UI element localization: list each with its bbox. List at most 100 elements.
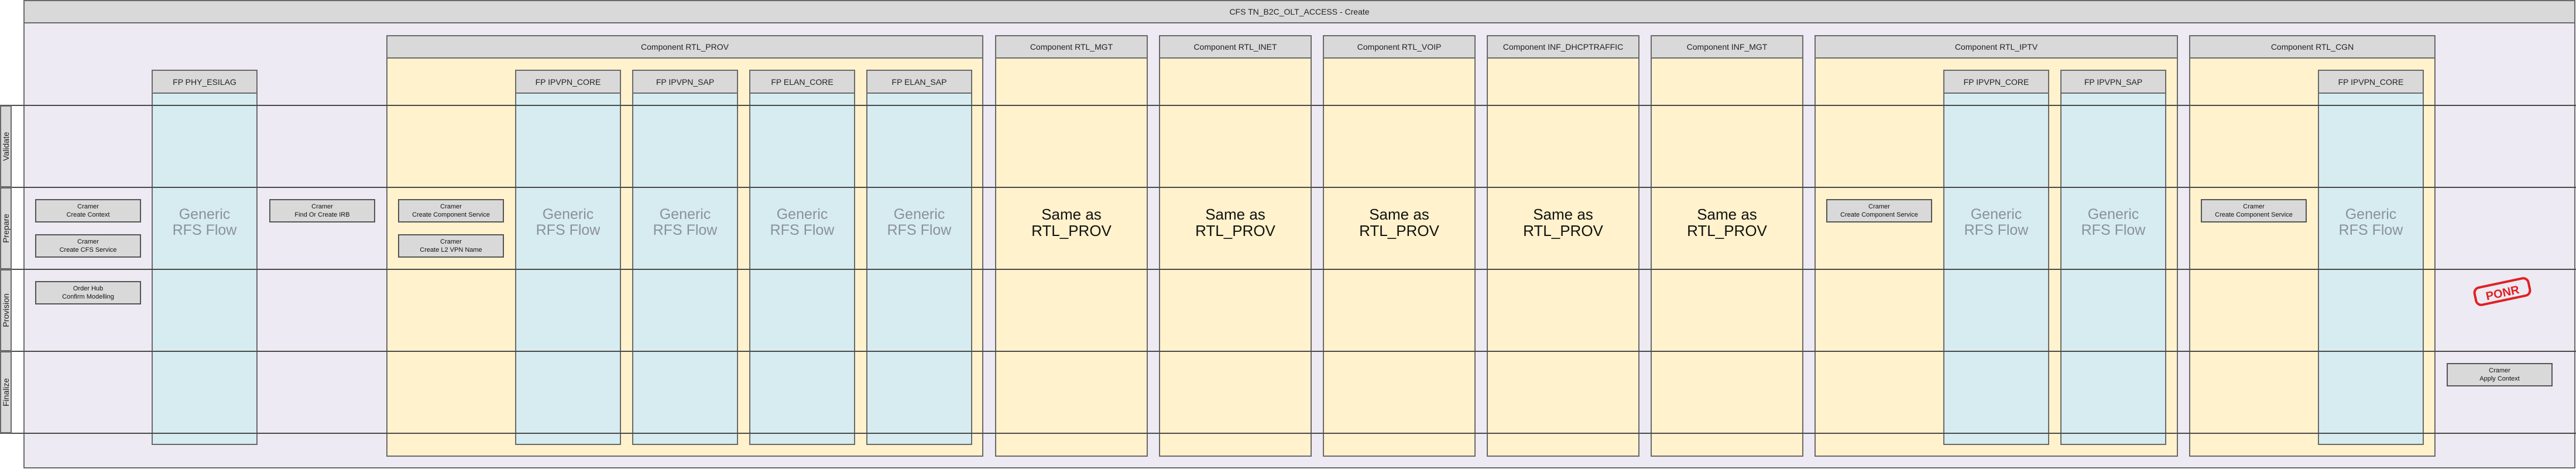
task-system: Cramer (2243, 203, 2265, 210)
same-as-inf-mgt: Same as RTL_PROV (1651, 199, 1803, 246)
lane-divider (0, 351, 2576, 352)
fp-elan-sap-label: FP ELAN_SAP (891, 77, 947, 87)
lane-provision-label: Provision (1, 293, 11, 327)
task-create-context[interactable]: Cramer Create Context (35, 199, 141, 222)
same-as-line: Same as (1369, 206, 1429, 223)
fp-ipvpn-core-header: FP IPVPN_CORE (515, 70, 621, 94)
lane-divider (0, 105, 2576, 106)
task-create-cfs-service[interactable]: Cramer Create CFS Service (35, 234, 141, 258)
same-as-line: Same as (1533, 206, 1593, 223)
component-rtl-voip (1323, 35, 1476, 457)
task-find-or-create-irb[interactable]: Cramer Find Or Create IRB (269, 199, 375, 222)
iptv-fp-ipvpn-core-label: FP IPVPN_CORE (1963, 77, 2029, 87)
same-as-line: RTL_PROV (1195, 222, 1275, 239)
component-inf-dhcptraffic-header: Component INF_DHCPTRAFFIC (1487, 35, 1639, 59)
task-create-l2-vpn-name[interactable]: Cramer Create L2 VPN Name (398, 234, 504, 258)
lane-prepare-label: Prepare (1, 214, 11, 243)
cfs-title-bar: CFS TN_B2C_OLT_ACCESS - Create (23, 0, 2575, 23)
fp-phy-esilag-column (152, 70, 258, 445)
same-as-line: Same as (1697, 206, 1757, 223)
generic-line: Generic (659, 206, 711, 222)
fp-elan-core-column (749, 70, 855, 445)
generic-line: Generic (2345, 206, 2397, 222)
generic-rfs-flow-phy: Generic RFS Flow (152, 199, 258, 246)
fp-elan-sap-header: FP ELAN_SAP (866, 70, 972, 94)
same-as-rtl-voip: Same as RTL_PROV (1323, 199, 1476, 246)
same-as-line: RTL_PROV (1687, 222, 1767, 239)
task-action: Create Context (66, 211, 110, 218)
generic-line: Generic (542, 206, 594, 222)
component-inf-dhcptraffic (1487, 35, 1639, 457)
component-rtl-mgt-label: Component RTL_MGT (1030, 42, 1113, 52)
task-apply-context[interactable]: Cramer Apply Context (2447, 363, 2553, 386)
component-rtl-inet-label: Component RTL_INET (1193, 42, 1277, 52)
lane-validate: Validate (0, 105, 12, 187)
task-cgn-create-component-service[interactable]: Cramer Create Component Service (2201, 199, 2307, 222)
fp-elan-core-header: FP ELAN_CORE (749, 70, 855, 94)
task-confirm-modelling[interactable]: Order Hub Confirm Modelling (35, 281, 141, 304)
task-action: Create Component Service (1840, 211, 1918, 218)
lane-prepare: Prepare (0, 187, 12, 269)
task-action: Apply Context (2479, 375, 2520, 382)
task-iptv-create-component-service[interactable]: Cramer Create Component Service (1826, 199, 1932, 222)
component-rtl-mgt (995, 35, 1148, 457)
component-rtl-voip-label: Component RTL_VOIP (1357, 42, 1442, 52)
generic-rfs-flow-elan-core: Generic RFS Flow (749, 199, 855, 246)
task-system: Cramer (2489, 367, 2510, 374)
generic-line: RFS Flow (2081, 222, 2146, 238)
cgn-fp-ipvpn-core-column (2318, 70, 2424, 445)
generic-rfs-flow-cgn-ipvpn-core: Generic RFS Flow (2318, 199, 2424, 246)
task-action: Confirm Modelling (62, 293, 114, 300)
iptv-fp-ipvpn-sap-label: FP IPVPN_SAP (2084, 77, 2143, 87)
component-inf-mgt (1651, 35, 1803, 457)
generic-line: Generic (893, 206, 945, 222)
iptv-fp-ipvpn-sap-column (2060, 70, 2166, 445)
task-action: Create CFS Service (59, 247, 117, 254)
generic-rfs-flow-iptv-ipvpn-core: Generic RFS Flow (1943, 199, 2049, 246)
fp-phy-esilag-label: FP PHY_ESILAG (173, 77, 236, 87)
task-system: Cramer (77, 238, 99, 245)
lane-finalize-label: Finalize (1, 378, 11, 407)
component-inf-dhcptraffic-label: Component INF_DHCPTRAFFIC (1503, 42, 1624, 52)
component-rtl-cgn-header: Component RTL_CGN (2189, 35, 2436, 59)
fp-ipvpn-sap-label: FP IPVPN_SAP (656, 77, 715, 87)
generic-line: RFS Flow (770, 222, 835, 238)
generic-line: Generic (179, 206, 231, 222)
task-action: Create Component Service (412, 211, 490, 218)
generic-line: RFS Flow (172, 222, 237, 238)
task-prov-create-component-service[interactable]: Cramer Create Component Service (398, 199, 504, 222)
fp-elan-sap-column (866, 70, 972, 445)
task-system: Order Hub (73, 285, 104, 292)
cgn-fp-ipvpn-core-label: FP IPVPN_CORE (2338, 77, 2404, 87)
same-as-line: RTL_PROV (1523, 222, 1603, 239)
ponr-stamp: PONR (2471, 275, 2533, 308)
generic-line: RFS Flow (2338, 222, 2403, 238)
lane-divider (0, 433, 2576, 434)
same-as-rtl-inet: Same as RTL_PROV (1159, 199, 1312, 246)
task-action: Find Or Create IRB (294, 211, 350, 218)
iptv-fp-ipvpn-core-header: FP IPVPN_CORE (1943, 70, 2049, 94)
component-rtl-cgn-label: Component RTL_CGN (2270, 42, 2354, 52)
generic-rfs-flow-iptv-ipvpn-sap: Generic RFS Flow (2060, 199, 2166, 246)
component-rtl-voip-header: Component RTL_VOIP (1323, 35, 1476, 59)
generic-rfs-flow-ipvpn-core: Generic RFS Flow (515, 199, 621, 246)
component-rtl-inet (1159, 35, 1312, 457)
task-system: Cramer (311, 203, 333, 210)
same-as-rtl-mgt: Same as RTL_PROV (995, 199, 1148, 246)
fp-ipvpn-core-label: FP IPVPN_CORE (535, 77, 601, 87)
generic-rfs-flow-elan-sap: Generic RFS Flow (866, 199, 972, 246)
same-as-line: Same as (1041, 206, 1102, 223)
generic-line: RFS Flow (536, 222, 601, 238)
same-as-line: RTL_PROV (1031, 222, 1112, 239)
same-as-line: Same as (1205, 206, 1265, 223)
ponr-stamp-graphic: PONR (2473, 277, 2532, 306)
generic-line: Generic (2087, 206, 2139, 222)
same-as-inf-dhcptraffic: Same as RTL_PROV (1487, 199, 1639, 246)
lane-finalize: Finalize (0, 351, 12, 433)
fp-ipvpn-sap-column (632, 70, 738, 445)
cfs-title: CFS TN_B2C_OLT_ACCESS - Create (1229, 7, 1370, 16)
component-rtl-inet-header: Component RTL_INET (1159, 35, 1312, 59)
lane-divider (0, 187, 2576, 188)
fp-ipvpn-sap-header: FP IPVPN_SAP (632, 70, 738, 94)
component-inf-mgt-label: Component INF_MGT (1686, 42, 1768, 52)
